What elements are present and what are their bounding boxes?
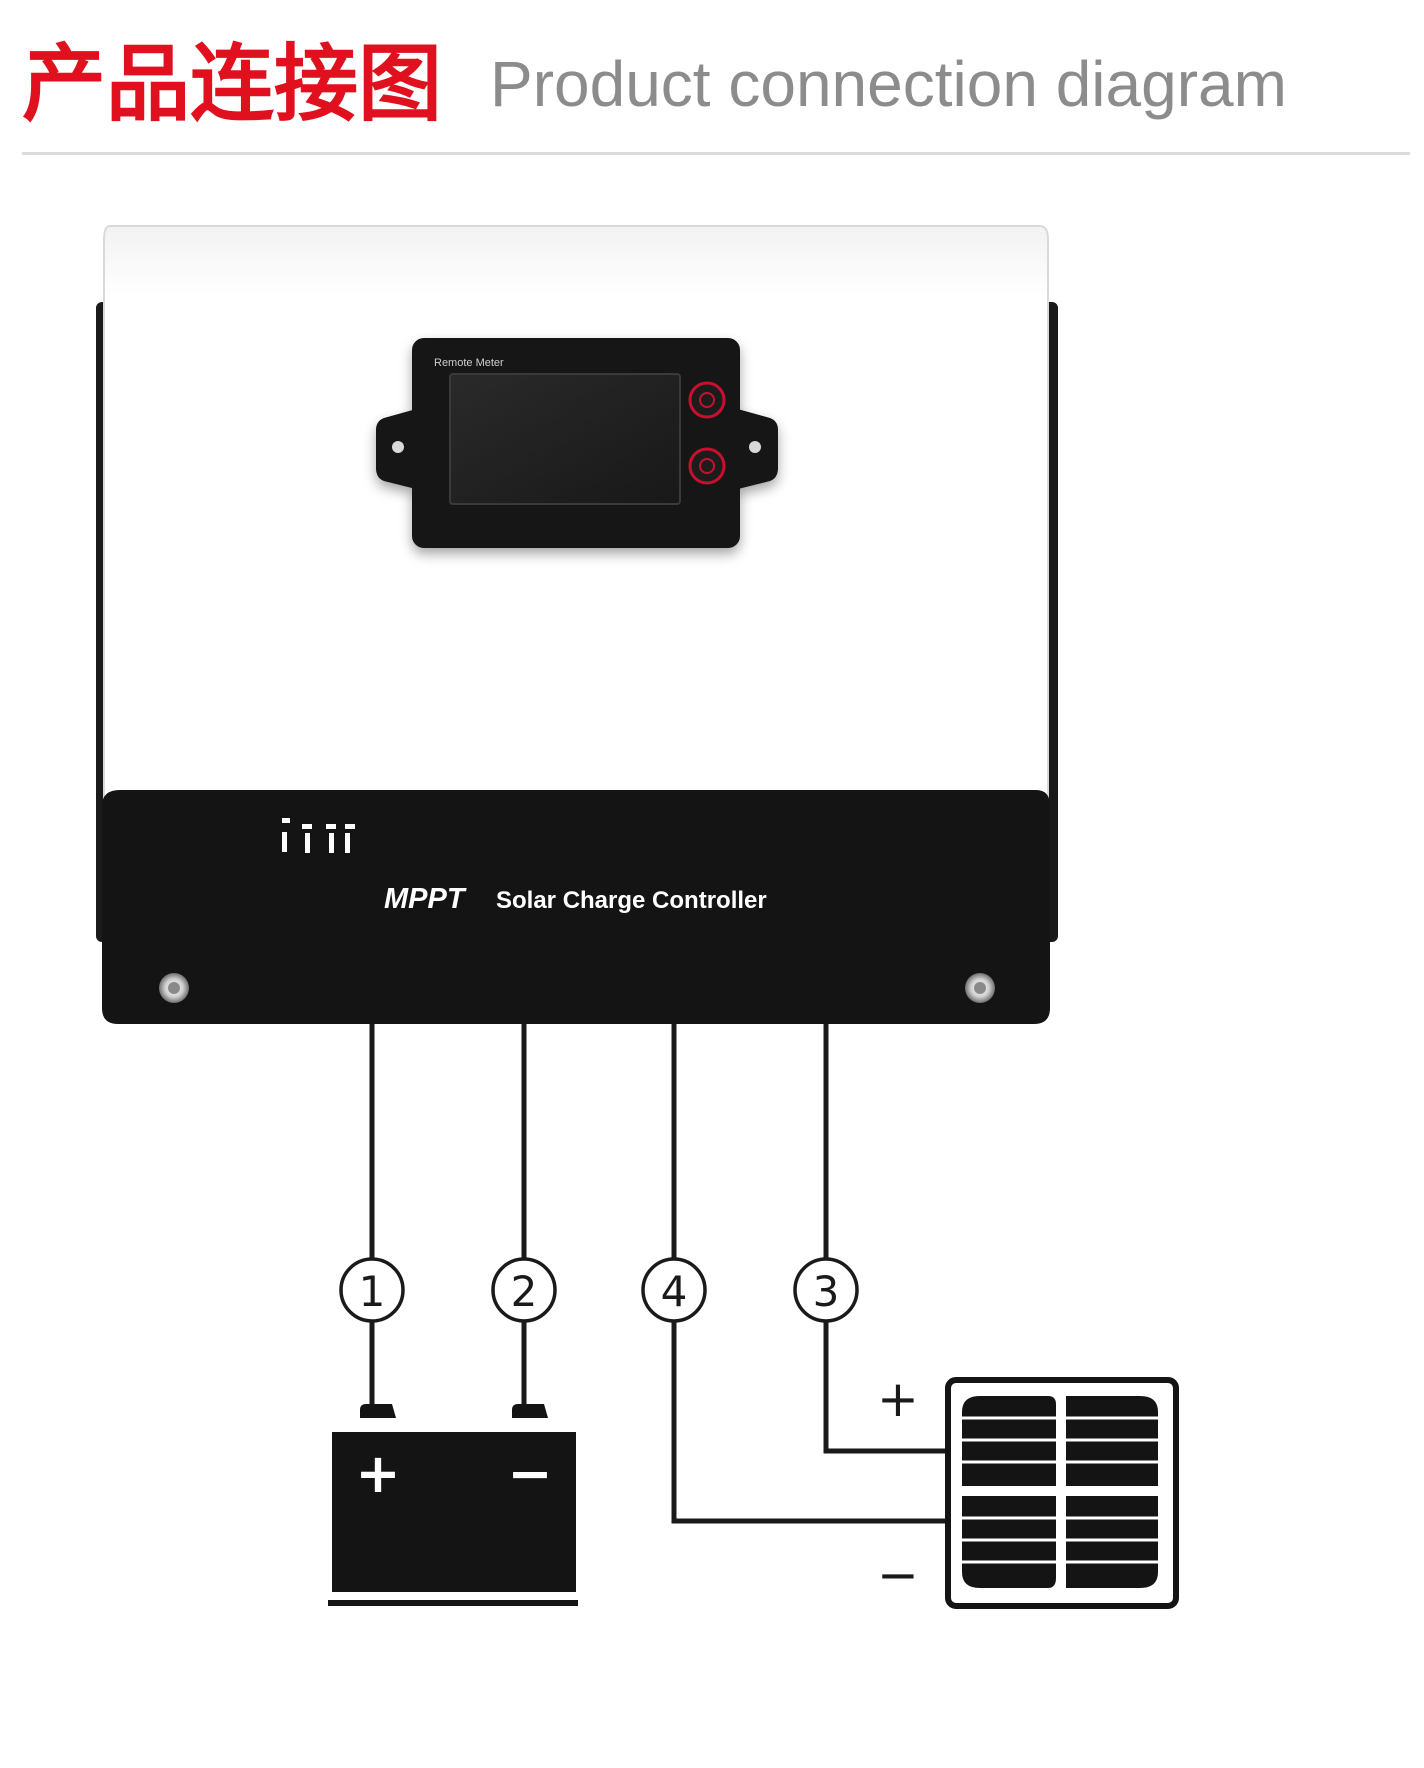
brand-subtitle: Solar Charge Controller — [496, 887, 767, 914]
solar-plus-sign: + — [877, 1370, 919, 1428]
battery-base-line — [328, 1600, 578, 1606]
terminal-marker-1: 1 — [339, 1257, 405, 1323]
meter-screen — [449, 373, 681, 505]
svg-text:2: 2 — [511, 1267, 538, 1316]
terminal-marker-3: 3 — [793, 1257, 859, 1323]
battery-top-band — [332, 1432, 576, 1442]
wires — [369, 1024, 948, 1524]
screw-right-icon — [965, 973, 995, 1003]
controller-black-panel — [102, 790, 1050, 1024]
svg-text:3: 3 — [813, 1267, 840, 1316]
battery-terminal-negative — [512, 1404, 548, 1418]
meter-mount-hole-right — [749, 441, 761, 453]
meter-label: Remote Meter — [434, 357, 504, 369]
brand-mppt: MPPT — [384, 883, 467, 915]
title-en: Product connection diagram — [490, 48, 1287, 120]
screw-left-icon — [159, 973, 189, 1003]
battery-plus-sign: + — [355, 1442, 400, 1505]
indicator-leds — [282, 818, 355, 853]
wire-3-solar-positive — [823, 1024, 948, 1454]
charge-controller: Remote Meter MPPT Solar Charge Controlle… — [96, 225, 1058, 1024]
header: 产品连接图 Product connection diagram — [22, 35, 1410, 155]
terminal-markers: 1 2 4 3 — [339, 1257, 859, 1323]
header-divider — [22, 152, 1410, 155]
wire-4-solar-negative — [671, 1024, 948, 1524]
battery-minus-sign: − — [507, 1442, 552, 1505]
solar-minus-sign: − — [877, 1546, 919, 1604]
meter-knob-top — [688, 381, 726, 419]
solar-cell-lines — [962, 1416, 1158, 1564]
meter-knob-bottom — [688, 447, 726, 485]
terminal-marker-2: 2 — [491, 1257, 557, 1323]
meter-mount-hole-left — [392, 441, 404, 453]
power-icon — [699, 458, 715, 474]
title-cn: 产品连接图 — [22, 35, 442, 133]
svg-text:4: 4 — [661, 1267, 688, 1316]
power-icon — [699, 392, 715, 408]
battery-body — [332, 1434, 576, 1592]
battery-terminal-positive — [360, 1404, 396, 1418]
svg-text:1: 1 — [359, 1267, 386, 1316]
battery-icon: + − — [328, 1404, 578, 1606]
terminal-marker-4: 4 — [641, 1257, 707, 1323]
solar-panel-icon: + − — [877, 1370, 1179, 1609]
